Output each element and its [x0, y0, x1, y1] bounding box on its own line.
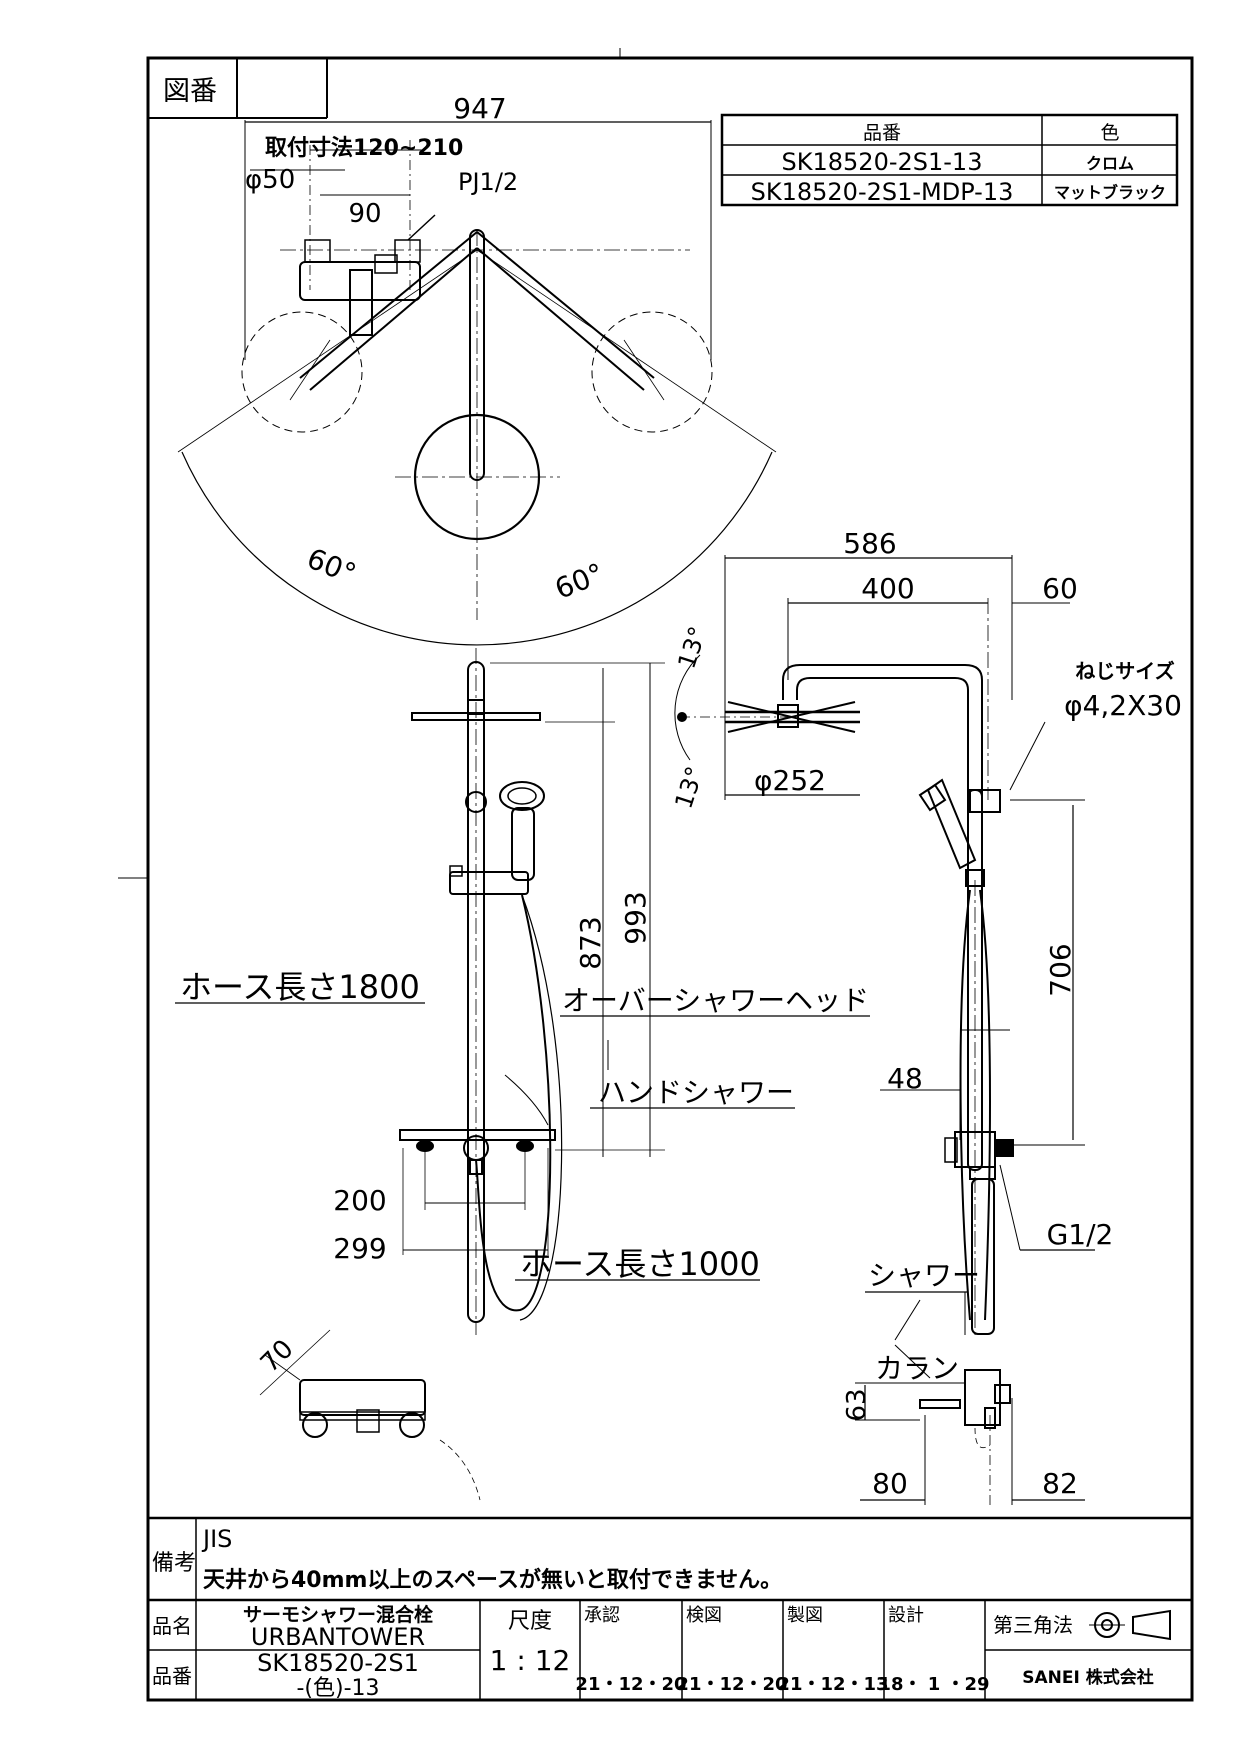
scale-label: 尺度: [508, 1609, 552, 1634]
tilt-up: 13°: [673, 623, 713, 672]
label-overhead-shower: オーバーシャワーヘッド: [562, 984, 869, 1017]
screw-size-value: φ4,2X30: [1064, 689, 1182, 722]
dim-586: 586: [843, 527, 896, 560]
label-shower: シャワー: [868, 1259, 980, 1292]
scale-value: 1 : 12: [490, 1644, 571, 1677]
dim-60: 60: [1042, 572, 1078, 605]
table-header-color: 色: [1100, 122, 1119, 144]
design-date: 18・ 1 ・29: [878, 1674, 989, 1695]
dim-mount-range: 取付寸法120~210: [265, 136, 463, 161]
dim-48: 48: [887, 1062, 923, 1095]
dim-phi50: φ50: [245, 165, 295, 195]
product-name-jp: サーモシャワー混合栓: [243, 1603, 433, 1626]
dim-80: 80: [872, 1467, 908, 1500]
notes-line-1: JIS: [201, 1525, 232, 1553]
dim-299: 299: [333, 1232, 386, 1265]
product-code: SK18520-2S1: [257, 1649, 419, 1677]
design-label: 設計: [888, 1605, 924, 1626]
company-name: SANEI 株式会社: [1022, 1667, 1153, 1688]
dim-947: 947: [453, 92, 506, 125]
product-name-en: URBANTOWER: [251, 1623, 425, 1651]
dim-82: 82: [1042, 1467, 1078, 1500]
drawn-label: 製図: [787, 1605, 823, 1626]
dim-873: 873: [574, 916, 607, 969]
approval-date: 21・12・20: [575, 1674, 686, 1695]
notes-line-2: 天井から40mm以上のスペースが無いと取付できません。: [203, 1567, 782, 1593]
dim-63: 63: [842, 1388, 872, 1421]
table-row-1-code: SK18520-2S1-13: [782, 148, 983, 176]
approval-label: 承認: [584, 1605, 620, 1626]
drawing-no-label: 図番: [163, 76, 217, 107]
dim-993: 993: [619, 891, 652, 944]
drawn-date: 21・12・13: [777, 1674, 888, 1695]
label-hose-1000: ホース長さ1000: [520, 1245, 760, 1283]
projection-label: 第三角法: [993, 1613, 1073, 1637]
table-row-1-color: クロム: [1086, 154, 1134, 173]
angle-right: 60°: [550, 557, 608, 606]
label-spout: カラン: [875, 1352, 959, 1385]
dim-706: 706: [1044, 943, 1077, 996]
dim-70: 70: [255, 1334, 300, 1379]
name-label: 品名: [152, 1614, 192, 1638]
notes-label: 備考: [152, 1551, 196, 1576]
dim-400: 400: [861, 572, 914, 605]
dim-phi252: φ252: [754, 764, 826, 797]
dim-90: 90: [348, 199, 381, 229]
tilt-down: 13°: [670, 763, 710, 812]
table-row-2-code: SK18520-2S1-MDP-13: [751, 178, 1014, 206]
dim-pj12: PJ1/2: [458, 168, 518, 196]
table-header-code: 品番: [863, 122, 901, 144]
angle-left: 60°: [302, 542, 360, 591]
dim-g12: G1/2: [1047, 1218, 1114, 1251]
product-code-suffix: -(色)-13: [296, 1676, 379, 1701]
screw-size-label: ねじサイズ: [1075, 659, 1174, 683]
code-label: 品番: [152, 1664, 192, 1688]
check-label: 検図: [686, 1605, 722, 1626]
label-hand-shower: ハンドシャワー: [598, 1076, 794, 1109]
dim-200: 200: [333, 1184, 386, 1217]
label-hose-1800: ホース長さ1800: [180, 968, 420, 1006]
table-row-2-color: マットブラック: [1054, 183, 1166, 202]
check-date: 21・12・20: [676, 1674, 787, 1695]
